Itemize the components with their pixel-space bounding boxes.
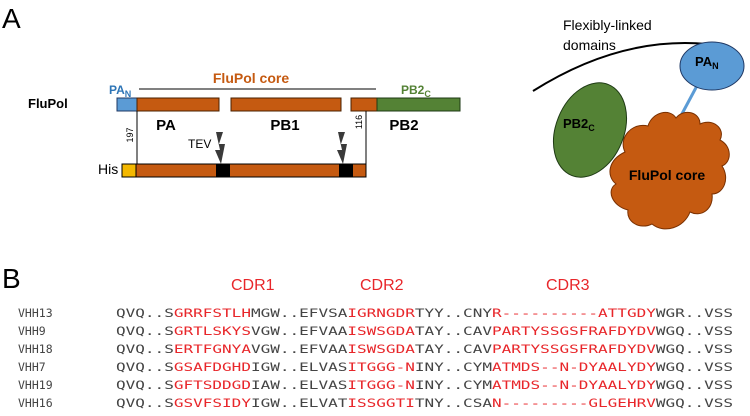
pb2-c-domain: [376, 97, 461, 112]
tev-arrow-1-icon: [215, 132, 225, 164]
pa-label: PA: [156, 117, 176, 134]
cdr-segment: ITGGG-N: [347, 360, 415, 374]
framework-segment: VGW..EFVAA: [251, 324, 348, 338]
pa-domain: [136, 97, 220, 112]
tev-label: TEV: [188, 137, 211, 151]
framework-segment: WGQ..VSS: [656, 378, 733, 392]
vhh-name: VHH19: [18, 378, 53, 392]
flupol-core-header: FluPol core: [213, 70, 289, 86]
pb2c-ellipse-label: PB2C: [563, 116, 595, 133]
cdr1-header: CDR1: [231, 277, 275, 294]
cdr-segment: ISWSGDA: [347, 342, 415, 356]
flexible-label-line2: domains: [563, 37, 616, 53]
cdr-segment: GSAFDGHD: [174, 360, 251, 374]
tick-197-label: 197: [125, 127, 135, 142]
cdr-segment: ISWSGDA: [347, 324, 415, 338]
cdr-segment: GRRFSTLH: [174, 306, 251, 320]
his-tag: [121, 163, 137, 178]
framework-segment: TAY..CAV: [415, 342, 492, 356]
cdr-segment: ITGGG-N: [347, 378, 415, 392]
framework-segment: QVQ..S: [116, 396, 174, 410]
framework-segment: TYY..CNY: [415, 306, 492, 320]
cdr-segment: ATMDS--N-DYAALYDY: [492, 378, 656, 392]
framework-segment: QVQ..S: [116, 342, 174, 356]
flexible-label-line1: Flexibly-linked: [563, 17, 652, 33]
framework-segment: INY..CYM: [415, 378, 492, 392]
framework-segment: INY..CYM: [415, 360, 492, 374]
tev-arrow-2-icon: [337, 132, 347, 164]
vhh-name: VHH18: [18, 342, 53, 356]
flexible-arc: [532, 42, 708, 92]
framework-segment: QVQ..S: [116, 306, 174, 320]
cdr-segment: ISSGGTI: [347, 396, 414, 410]
flupol-core-blob-label: FluPol core: [629, 167, 705, 183]
cdr-segment: ERTFGNYA: [174, 342, 251, 356]
framework-segment: QVQ..S: [116, 360, 174, 374]
cdr2-header: CDR2: [360, 277, 404, 294]
framework-segment: IGW..ELVAS: [251, 360, 348, 374]
cdr-segment: R----------ATTGDY: [492, 306, 656, 320]
cdr3-header: CDR3: [546, 277, 590, 294]
cdr-segment: PARTYSSGSFRAFDYDV: [492, 324, 656, 338]
pb2-c-label: PB2C: [401, 83, 431, 99]
pb2-n-domain: [350, 97, 378, 112]
cdr-segment: N---------GLGEHRV: [492, 396, 656, 410]
framework-segment: WGR..VSS: [656, 306, 733, 320]
pa-n-label: PAN: [109, 83, 131, 99]
cdr-segment: IGRNGDR: [347, 306, 415, 320]
framework-segment: WGQ..VSS: [656, 360, 733, 374]
framework-segment: MGW..EFVSA: [251, 306, 348, 320]
his-construct-body: [135, 163, 367, 178]
panel-a-label: A: [2, 3, 21, 34]
pb1-label: PB1: [270, 117, 299, 134]
tev-site-1: [216, 164, 230, 177]
panel-b-label: B: [2, 263, 21, 294]
cdr-segment: GFTSDDGD: [174, 378, 251, 392]
pa-n-domain: [116, 97, 138, 112]
framework-segment: IAW..ELVAS: [251, 378, 348, 392]
pb1-domain: [230, 97, 342, 112]
framework-segment: WGQ..VSS: [656, 324, 733, 338]
framework-segment: IGW..ELVAT: [251, 396, 348, 410]
vhh-name: VHH9: [18, 324, 46, 338]
framework-segment: WGQ..VSS: [656, 396, 733, 410]
flupol-core-blob: [609, 111, 730, 230]
vhh-name: VHH7: [18, 360, 46, 374]
cdr-segment: GSVFSIDY: [174, 396, 251, 410]
pb2c-ellipse: [553, 82, 627, 178]
framework-segment: VGW..EFVAA: [251, 342, 348, 356]
tev-site-2: [339, 164, 353, 177]
his-label: His: [98, 161, 118, 177]
vhh-name: VHH16: [18, 396, 53, 410]
framework-segment: QVQ..S: [116, 324, 174, 338]
framework-segment: WGQ..VSS: [656, 342, 733, 356]
pb2-label: PB2: [389, 117, 418, 134]
framework-segment: TNY..CSA: [415, 396, 492, 410]
cdr-segment: GRTLSKYS: [174, 324, 251, 338]
cdr-segment: PARTYSSGSFRAFDYDV: [492, 342, 656, 356]
pan-ellipse: [679, 41, 745, 91]
cdr-segment: ATMDS--N-DYAALYDY: [492, 360, 656, 374]
vhh-name: VHH13: [18, 306, 53, 320]
tick-116-label: 116: [354, 115, 364, 129]
framework-segment: QVQ..S: [116, 378, 174, 392]
framework-segment: TAY..CAV: [415, 324, 492, 338]
flupol-row-label: FluPol: [28, 96, 68, 111]
pan-ellipse-label: PAN: [695, 54, 719, 71]
